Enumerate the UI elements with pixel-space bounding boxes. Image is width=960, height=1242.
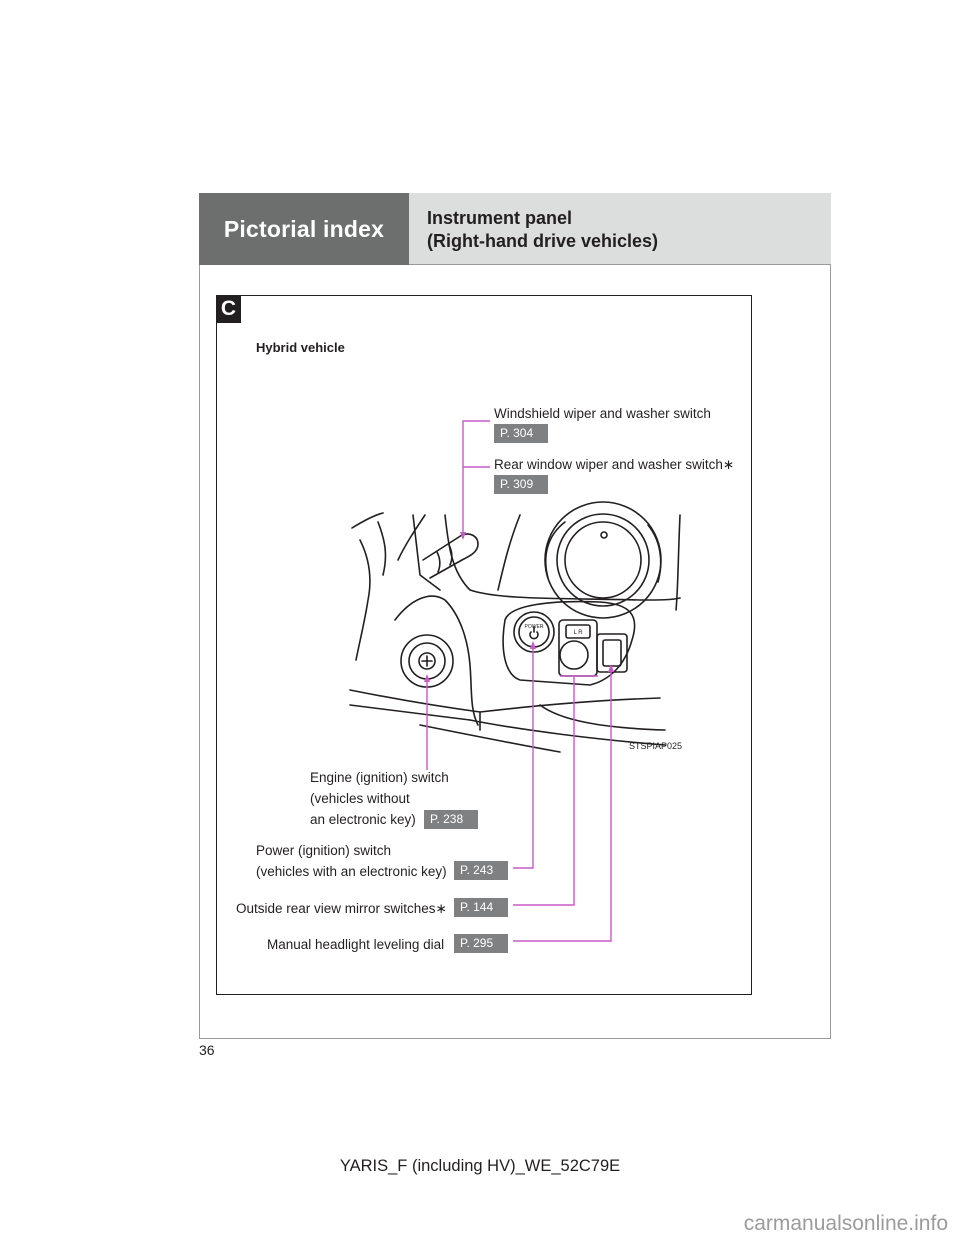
mirror-switches-label: Outside rear view mirror switches∗ bbox=[236, 898, 447, 919]
rear-wiper-page-ref[interactable]: P. 309 bbox=[494, 475, 548, 494]
rear-wiper-callout-label: Rear window wiper and washer switch∗ bbox=[494, 454, 734, 475]
wiper-callout-label: Windshield wiper and washer switch bbox=[494, 403, 711, 424]
mirror-switches-label-text: Outside rear view mirror switches bbox=[236, 901, 436, 916]
engine-switch-label-3: an electronic key) bbox=[310, 809, 416, 830]
engine-switch-page-ref[interactable]: P. 238 bbox=[424, 810, 478, 829]
watermark: carmanualsonline.info bbox=[744, 1212, 948, 1236]
leader-mirror-switches bbox=[513, 676, 598, 905]
page-number: 36 bbox=[199, 1042, 215, 1058]
mirror-switches-page-ref[interactable]: P. 144 bbox=[454, 898, 508, 917]
dashboard-drawing bbox=[350, 502, 680, 752]
footnote-mark: ∗ bbox=[436, 901, 447, 916]
headlight-dial-page-ref[interactable]: P. 295 bbox=[454, 934, 508, 953]
power-button-text: POWER bbox=[525, 624, 544, 630]
power-switch-label-2: (vehicles with an electronic key) bbox=[256, 861, 447, 882]
document-footer: YARIS_F (including HV)_WE_52C79E bbox=[0, 1157, 960, 1176]
illustration-code: STSPIAP025 bbox=[629, 741, 682, 751]
mirror-switch-text: L R bbox=[573, 630, 583, 636]
engine-switch-label-1: Engine (ignition) switch bbox=[310, 767, 449, 788]
wiper-page-ref[interactable]: P. 304 bbox=[494, 424, 548, 443]
leader-power-switch bbox=[513, 643, 533, 868]
footnote-mark: ∗ bbox=[723, 457, 734, 472]
power-switch-page-ref[interactable]: P. 243 bbox=[454, 861, 508, 880]
headlight-dial-label: Manual headlight leveling dial bbox=[267, 934, 444, 955]
leader-wiper bbox=[463, 421, 490, 538]
leader-headlight-dial bbox=[513, 668, 611, 941]
rear-wiper-label-text: Rear window wiper and washer switch bbox=[494, 457, 723, 472]
power-switch-label-1: Power (ignition) switch bbox=[256, 840, 391, 861]
engine-switch-label-2: (vehicles without bbox=[310, 788, 410, 809]
